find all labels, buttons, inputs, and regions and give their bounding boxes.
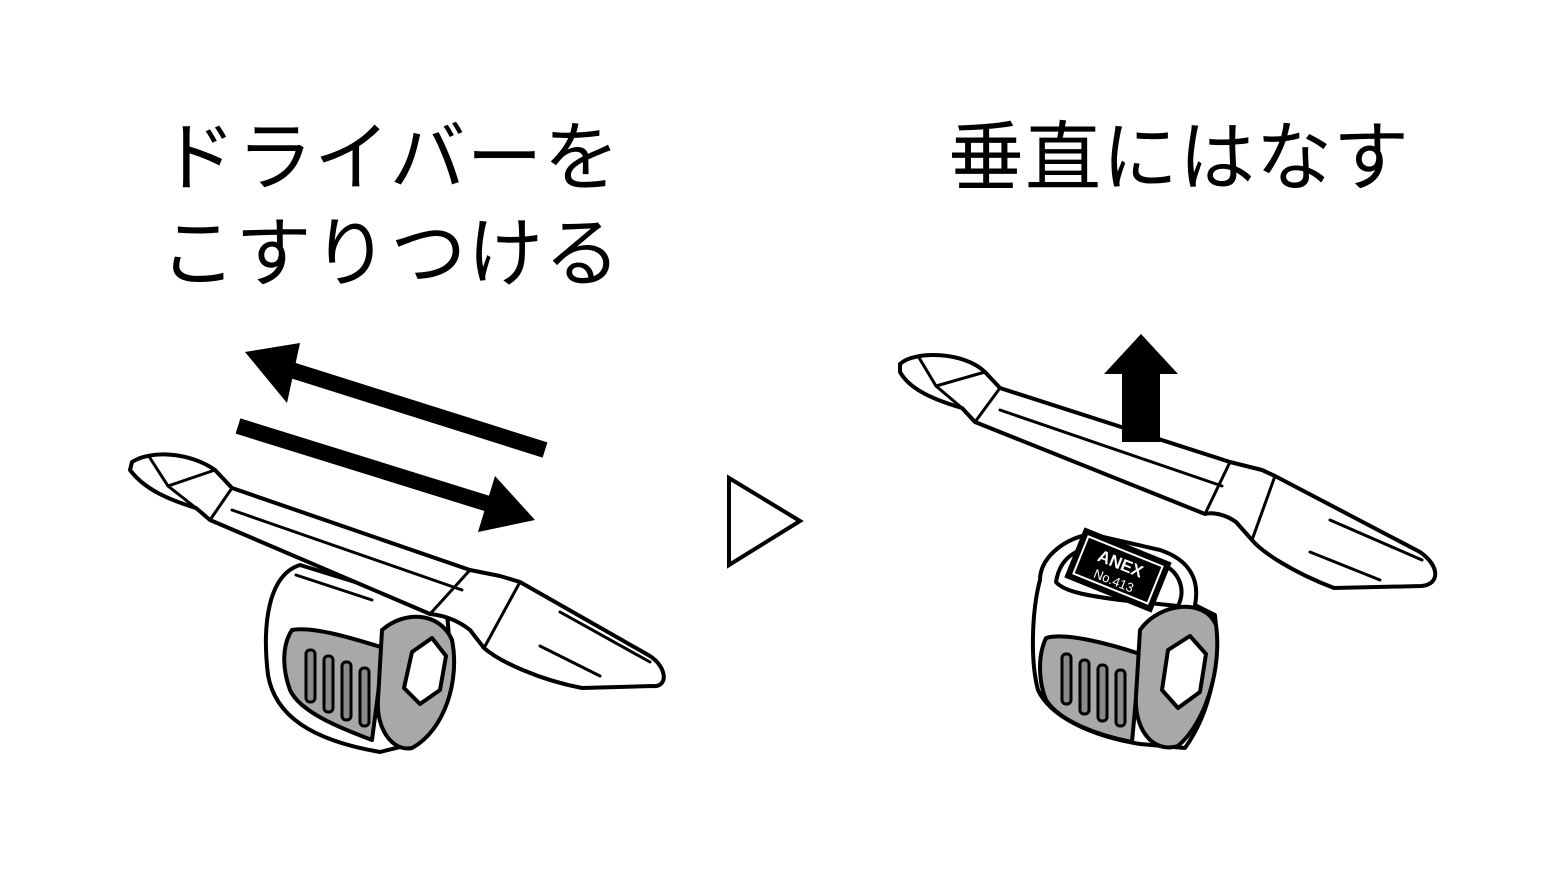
arrow-right-head [478,476,535,532]
step2-caption: 垂直にはなす [948,113,1410,202]
product-label: ANEX No.413 [1064,527,1172,613]
lift-up-arrow [1104,334,1178,442]
next-step-icon [727,474,804,569]
grip-ridges-left [304,648,371,728]
arrow-right-shaft [235,418,495,513]
magnetizer-left [263,563,457,754]
rub-motion-arrows [235,343,548,532]
grip-ridges-right [1060,652,1127,728]
label-plate [1064,527,1172,613]
step1-caption: ドライバーを こすりつける [160,110,621,302]
label-border [1072,535,1164,605]
step1-caption-line2: こすりつける [160,209,622,298]
up-arrow-shaft [1122,372,1160,442]
step1-caption-line1: ドライバーを [160,113,621,202]
driver-bit-left [128,452,666,690]
driver-bit-right [898,353,1438,590]
arrow-left-shaft [282,360,548,458]
up-arrow-head [1104,334,1178,374]
arrow-left-head [245,343,300,403]
magnetizer-right: ANEX No.413 [1030,527,1220,750]
